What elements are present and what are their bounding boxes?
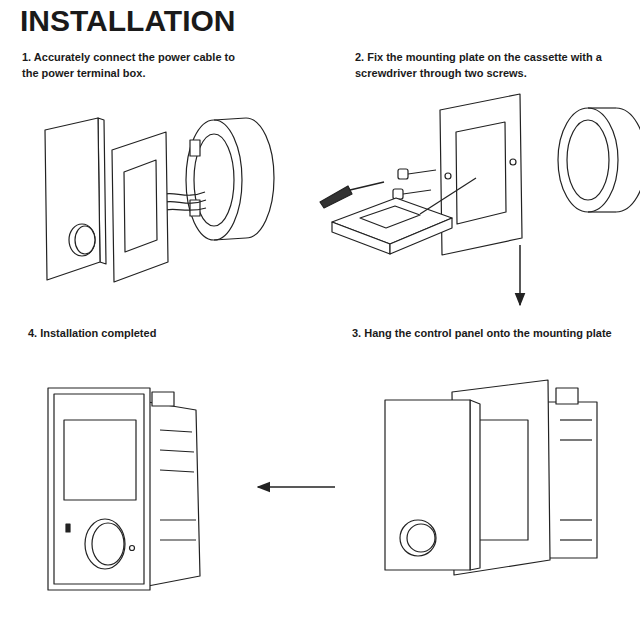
base-module: [360, 206, 420, 228]
screw: [408, 170, 436, 174]
terminal-box: [588, 107, 616, 108]
terminal-box: [148, 402, 200, 586]
terminal-box: [186, 118, 274, 240]
screw: [393, 169, 436, 199]
step-instruction: 1. Accurately connect the power cable to…: [22, 50, 250, 82]
terminal-box: [214, 238, 246, 240]
screwdriver: [320, 186, 352, 208]
base-module: [420, 178, 476, 214]
step-instruction: 4. Installation completed: [28, 326, 288, 342]
screw: [398, 169, 408, 179]
terminal-box: [160, 450, 194, 452]
terminal-box: [246, 118, 274, 238]
terminal-box: [556, 388, 578, 404]
control-panel: [48, 388, 150, 590]
control-panel: [66, 524, 70, 532]
control-panel: [385, 400, 480, 570]
step-arrow: [519, 245, 520, 305]
mounting-plate: [440, 94, 522, 255]
mounting-plate: [440, 94, 522, 255]
terminal-box: [558, 108, 640, 212]
control-panel: [407, 524, 435, 552]
terminal-box: [148, 392, 200, 586]
step-arrow: [258, 486, 335, 488]
control-panel: [48, 388, 150, 590]
terminal-box: [160, 430, 192, 432]
terminal-box: [558, 108, 618, 212]
step-instruction: 2. Fix the mounting plate on the cassett…: [355, 50, 605, 82]
mounting-plate: [124, 160, 157, 252]
terminal-box: [567, 120, 609, 200]
screw: [403, 190, 431, 194]
mounting-plate: [456, 122, 506, 224]
control-panel: [470, 400, 480, 570]
control-panel: [54, 394, 144, 584]
step-arrow: [258, 486, 335, 487]
terminal-box: [160, 539, 196, 540]
control-panel: [92, 523, 124, 565]
terminal-box: [560, 519, 592, 520]
terminal-box: [160, 519, 196, 520]
control-panel: [45, 118, 106, 280]
terminal-box: [616, 108, 640, 212]
terminal-box: [560, 539, 592, 540]
control-panel: [400, 520, 436, 556]
step-instruction: 3. Hang the control panel onto the mount…: [352, 326, 635, 342]
terminal-box: [214, 118, 246, 120]
mounting-plate: [510, 159, 516, 165]
step-arrow: [519, 245, 521, 305]
mounting-plate: [478, 420, 528, 540]
terminal-box: [560, 419, 592, 420]
terminal-box: [152, 392, 174, 406]
terminal-box: [545, 402, 597, 558]
terminal-box: [560, 439, 592, 440]
screw: [393, 189, 403, 199]
terminal-box: [545, 388, 597, 558]
mounting-plate: [112, 132, 168, 282]
terminal-box: [588, 211, 616, 212]
screwdriver: [350, 182, 384, 190]
control-panel: [385, 400, 470, 570]
terminal-box: [190, 140, 200, 156]
terminal-box: [160, 470, 194, 472]
control-panel: [75, 226, 95, 254]
control-panel: [64, 420, 136, 500]
base-module: [332, 178, 476, 254]
control-panel: [85, 519, 125, 569]
control-panel: [45, 118, 100, 280]
mounting-plate: [112, 132, 168, 282]
control-panel: [69, 224, 95, 256]
mounting-plate: [445, 173, 451, 179]
page-title: INSTALLATION: [20, 4, 236, 37]
screwdriver: [320, 182, 384, 208]
terminal-box: [186, 120, 242, 240]
control-panel: [130, 546, 135, 551]
